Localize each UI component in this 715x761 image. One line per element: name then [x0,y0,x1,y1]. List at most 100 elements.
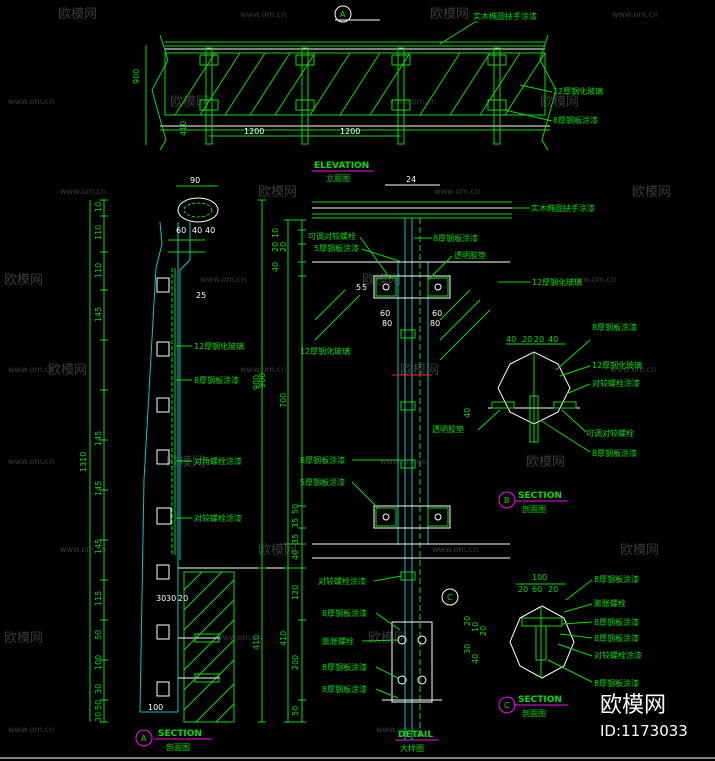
dim-145: 145 [94,481,103,496]
dim-40: 40 [271,262,280,272]
dim-80: 80 [382,319,392,328]
elevation-title: ELEVATION [314,161,369,171]
dim-100: 100 [532,573,547,582]
dim-50: 50 [94,700,103,710]
wm-brand: 欧模网 [4,273,43,288]
dim-60: 60 [176,226,186,235]
wm-site: www.om.cn [240,365,286,374]
dim-80: 80 [430,319,440,328]
dim-5: 5 [362,283,367,292]
label-handrail: 实木椭圆扶手涂漆 [531,203,595,213]
wm-site: www.om.cn [60,187,106,196]
section-c-title: SECTION [518,695,562,705]
wm-site: www.om.cn [240,10,286,19]
section-c-subtitle: 剖面图 [522,708,546,718]
wm-brand: 欧模网 [362,273,401,288]
section-b-callout: B [504,496,510,505]
wm-site: www.om.cn [380,457,426,466]
section-c-view: 100 20 60 20 20 10 20 30 40 8厚钢板涂漆 膨胀螺栓 … [463,573,642,718]
label-plate5b: 5厚钢板涂漆 [300,477,345,487]
label-plate8c: 8厚钢板涂漆 [322,608,367,618]
detail-view: 24 C [258,175,595,753]
label-plate2: 8厚钢板涂漆 [592,448,637,458]
detail-callout: C [447,593,453,602]
section-b-view: 40 20 20 40 40 12厚钢化玻璃 对较螺栓涂漆 透明胶垫 可调对较螺… [432,322,642,514]
wm-brand: 欧模网 [368,631,407,646]
wm-site: www.om.cn [60,545,106,554]
wm-site: www.om.cn [390,97,436,106]
dim-30: 30 [94,712,103,722]
dim-410: 410 [279,631,288,646]
dim-410: 410 [252,635,261,650]
section-b-subtitle: 剖面图 [522,504,546,514]
section-a-callout: A [141,734,147,743]
dim-20: 20 [279,242,288,252]
wm-brand: 欧模网 [166,455,205,470]
section-a-subtitle: 剖面图 [166,742,190,752]
brand-footer: 欧模网 ID:1173033 [600,693,688,740]
section-c-callout: C [504,701,510,710]
dim-900: 900 [252,375,261,390]
dim-1200: 1200 [244,127,264,136]
dim-145: 145 [94,431,103,446]
wm-site: www.om.cn [612,10,658,19]
dim-35: 35 [291,518,300,528]
dim-40: 40 [205,226,215,235]
dim-20: 20 [518,585,528,594]
label-adj-bolt: 可调对较螺栓 [308,231,356,241]
section-a-title: SECTION [158,729,202,739]
brand-name: 欧模网 [600,693,666,718]
wm-brand: 欧模网 [4,631,43,646]
label-plate5: 5厚钢板涂漆 [314,243,359,253]
dim-30: 30 [94,684,103,694]
elevation-posts [199,47,507,145]
dim-100: 100 [148,703,163,712]
section-a-view: 90 60 40 40 25 30 30 20 100 1310 10 110 … [79,176,300,752]
dim-20: 20 [479,626,488,636]
dim-30: 30 [166,594,176,603]
label-pad: 透明胶垫 [432,424,464,434]
dim-35: 35 [291,534,300,544]
wm-brand: 欧模网 [632,185,671,200]
wm-site: www.om.cn [8,97,54,106]
wm-site: www.om.cn [8,365,54,374]
dim-30: 30 [463,644,472,654]
dim-20: 20 [271,242,280,252]
dim-30: 30 [156,594,166,603]
wm-site: www.om.cn [8,725,54,734]
dim-900: 900 [132,69,141,84]
wm-site: www.om.cn [570,275,616,284]
label-plate4: 8厚钢板涂漆 [594,678,639,688]
label-plate8e: 8厚钢板涂漆 [322,684,367,694]
dim-10: 10 [94,202,103,212]
dim-110: 110 [94,225,103,240]
label-glass: 12厚钢化玻璃 [532,277,582,287]
elevation-callout: A [340,10,346,19]
dim-145: 145 [94,307,103,322]
dim-40: 40 [471,654,480,664]
dim-60: 60 [532,585,542,594]
wm-brand: 欧模网 [170,95,209,110]
wm-site: www.om.cn [216,633,262,642]
label-plate3: 8厚钢板涂漆 [594,633,639,643]
wm-brand: 欧模网 [400,363,439,378]
elevation-view: 900 410 1200 1200 A 实木椭圆扶手涂漆 12厚钢化玻璃 8厚钢… [132,5,603,183]
dim-700: 700 [279,393,288,408]
label-glass: 12厚钢化玻璃 [194,341,244,351]
label-glass2: 12厚钢化玻璃 [300,346,350,356]
dim-20: 20 [522,335,532,344]
label-plate: 8厚钢板涂漆 [553,115,598,125]
wm-site: www.om.cn [434,187,480,196]
dim-60: 60 [380,309,390,318]
wm-brand: 欧模网 [620,543,659,558]
brand-id: ID:1173033 [600,722,688,740]
label-steel-plate: 对较螺栓涂漆 [194,513,242,523]
wm-brand: 欧模网 [430,7,469,22]
wm-site: www.om.cn [432,545,478,554]
label-plate8: 8厚钢板涂漆 [433,233,478,243]
dim-40: 40 [506,335,516,344]
watermarks: 欧模网 www.om.cn 欧模网 www.om.cn www.om.cn 欧模… [4,7,671,734]
wm-brand: 欧模网 [48,363,87,378]
dim-10: 10 [271,228,280,238]
